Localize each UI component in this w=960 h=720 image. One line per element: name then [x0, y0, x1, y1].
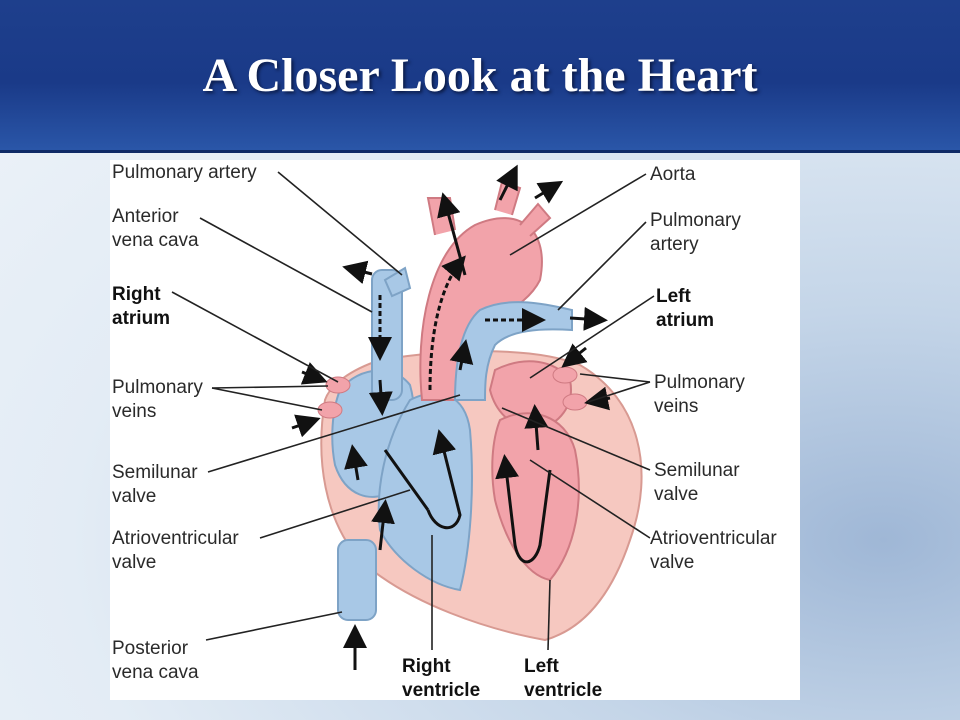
- label-av-valve-right-1: Atrioventricular: [650, 528, 777, 549]
- leader-lines: [171, 171, 655, 651]
- label-semilunar-valve-left-2: valve: [112, 486, 156, 507]
- label-left-atrium-2: atrium: [656, 310, 714, 331]
- label-left-atrium-1: Left: [656, 286, 692, 307]
- label-pulmonary-veins-left-1: Pulmonary: [112, 377, 203, 398]
- label-pulmonary-artery-right-1: Pulmonary: [650, 210, 741, 231]
- label-posterior-vena-cava-2: vena cava: [112, 662, 199, 683]
- heart-diagram-panel: Pulmonary artery Anterior vena cava Righ…: [110, 160, 800, 700]
- label-semilunar-valve-right-2: valve: [654, 484, 698, 505]
- left-atrium-shape: [488, 360, 572, 432]
- label-pulmonary-artery-right-2: artery: [650, 234, 699, 255]
- slide-title: A Closer Look at the Heart: [202, 49, 758, 102]
- label-semilunar-valve-left-1: Semilunar: [112, 462, 198, 483]
- label-left-ventricle-1: Left: [524, 656, 560, 677]
- label-anterior-vena-cava-1: Anterior: [112, 206, 179, 227]
- blood-flow-arrows: [291, 164, 611, 670]
- label-semilunar-valve-right-1: Semilunar: [654, 460, 740, 481]
- posterior-vena-cava-shape: [337, 539, 377, 621]
- pulmonary-vein-left-1: [325, 376, 351, 394]
- label-left-ventricle-2: ventricle: [524, 680, 602, 700]
- label-aorta: Aorta: [650, 164, 696, 185]
- label-right-ventricle-2: ventricle: [402, 680, 480, 700]
- title-bar: A Closer Look at the Heart: [0, 0, 960, 153]
- label-posterior-vena-cava-1: Posterior: [112, 638, 189, 659]
- heart-diagram: Pulmonary artery Anterior vena cava Righ…: [112, 162, 777, 700]
- pulmonary-vein-right-1: [552, 366, 578, 384]
- pulmonary-vein-right-2: [562, 393, 588, 411]
- label-pulmonary-veins-left-2: veins: [112, 401, 156, 422]
- label-right-atrium-1: Right: [112, 284, 161, 305]
- label-av-valve-left-2: valve: [112, 552, 156, 573]
- label-pulmonary-veins-right-1: Pulmonary: [654, 372, 745, 393]
- label-av-valve-left-1: Atrioventricular: [112, 528, 239, 549]
- label-av-valve-right-2: valve: [650, 552, 694, 573]
- label-anterior-vena-cava-2: vena cava: [112, 230, 199, 251]
- label-right-atrium-2: atrium: [112, 308, 170, 329]
- label-right-ventricle-1: Right: [402, 656, 451, 677]
- label-pulmonary-veins-right-2: veins: [654, 396, 698, 417]
- label-pulmonary-artery-left: Pulmonary artery: [112, 162, 257, 183]
